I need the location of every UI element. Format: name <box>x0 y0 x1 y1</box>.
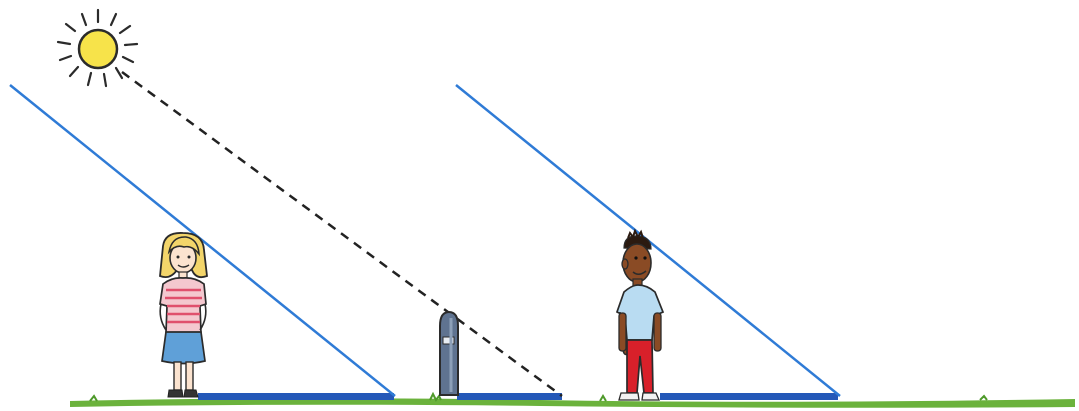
boy-shadow <box>660 393 838 400</box>
girl-shadow <box>198 393 394 400</box>
post <box>440 312 458 395</box>
post-shadow <box>457 393 562 400</box>
